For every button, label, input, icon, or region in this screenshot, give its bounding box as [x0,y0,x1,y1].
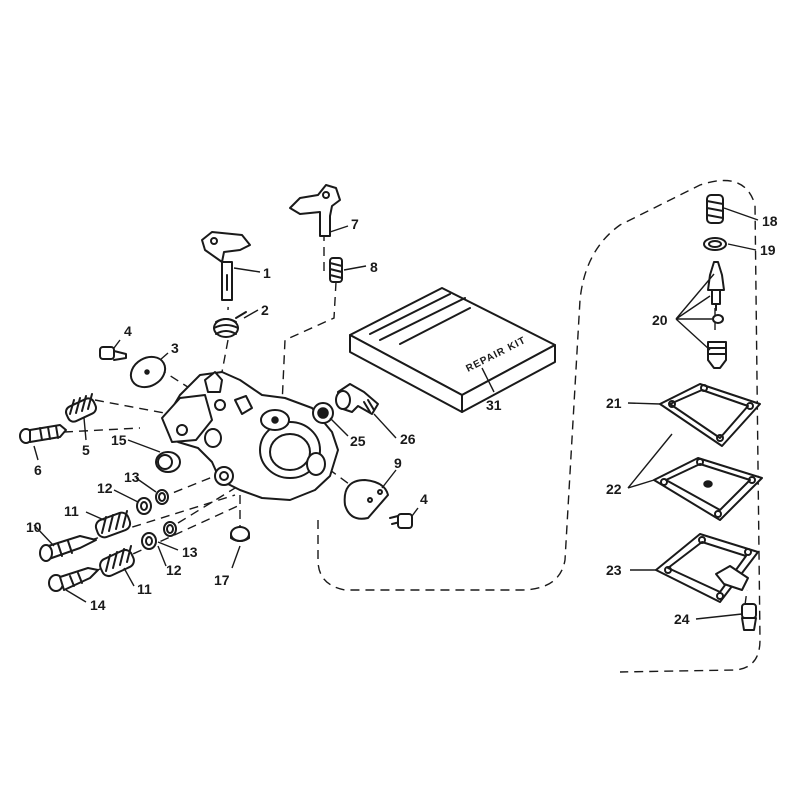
part-15-plug [155,451,181,473]
part-24-screw [741,603,757,631]
callout-1: 1 [263,265,271,281]
callout-4-upper: 4 [124,323,132,339]
part-21-gasket [659,383,761,447]
part-3-throttle-plate [129,355,167,389]
callout-31: 31 [486,397,502,413]
part-19-washer [703,237,727,251]
part-5-spring [64,393,98,423]
callout-11-lower: 11 [137,581,152,597]
callout-15: 15 [111,432,127,448]
callout-6: 6 [34,462,42,478]
callout-26: 26 [400,431,416,447]
leader-lines [33,207,759,620]
callout-13-upper: 13 [124,469,140,485]
part-14-needle [48,567,99,592]
callout-13-lower: 13 [182,544,198,560]
callout-12-lower: 12 [166,562,182,578]
part-1-lever [201,231,251,301]
part-6-idle-screw [19,424,67,444]
callout-14: 14 [90,597,106,613]
part-11-spring-lower [99,545,135,578]
part-18-spring [706,194,724,224]
callout-numbers: 1 2 3 4 5 6 7 8 9 10 11 11 12 12 13 13 1… [26,213,778,627]
callout-8: 8 [370,259,378,275]
callout-24: 24 [674,611,690,627]
callout-22: 22 [606,481,622,497]
part-9-choke-plate [343,479,389,520]
part-7-choke-lever [289,184,341,237]
part-12-washer-upper [136,497,152,515]
part-2-spring [213,311,247,338]
part-22-diaphragm [653,457,763,521]
part-20-small-seat [712,314,724,324]
part-13-oring-upper [155,489,169,505]
part-20-inlet-needle [707,261,725,311]
callout-5: 5 [82,442,90,458]
callout-23: 23 [606,562,622,578]
carburetor-body [161,371,339,501]
callout-18: 18 [762,213,778,229]
callout-20: 20 [652,312,668,328]
part-4-screw-upper [99,346,127,361]
part-13-oring-lower [163,521,177,537]
callout-3: 3 [171,340,179,356]
callout-25: 25 [350,433,366,449]
callout-2: 2 [261,302,269,318]
part-8-spring [329,257,343,283]
callout-9: 9 [394,455,402,471]
part-25-screen [312,402,334,424]
part-11-spring-upper [94,510,132,539]
part-31-repair-kit: REPAIR KIT [349,287,556,413]
callout-12-upper: 12 [97,480,113,496]
callout-17: 17 [214,572,230,588]
callout-19: 19 [760,242,776,258]
callout-7: 7 [351,216,359,232]
part-23-cover [655,533,759,603]
part-12-washer-lower [141,532,157,550]
callout-11-upper: 11 [64,503,79,519]
callout-4-lower: 4 [420,491,428,507]
part-20-seat [707,341,727,369]
callout-10: 10 [26,519,42,535]
callout-21: 21 [606,395,622,411]
part-17-cup-plug [230,526,250,542]
part-10-needle [39,535,97,562]
part-4-screw-lower [389,513,413,529]
part-26-fuel-inlet [335,383,379,415]
